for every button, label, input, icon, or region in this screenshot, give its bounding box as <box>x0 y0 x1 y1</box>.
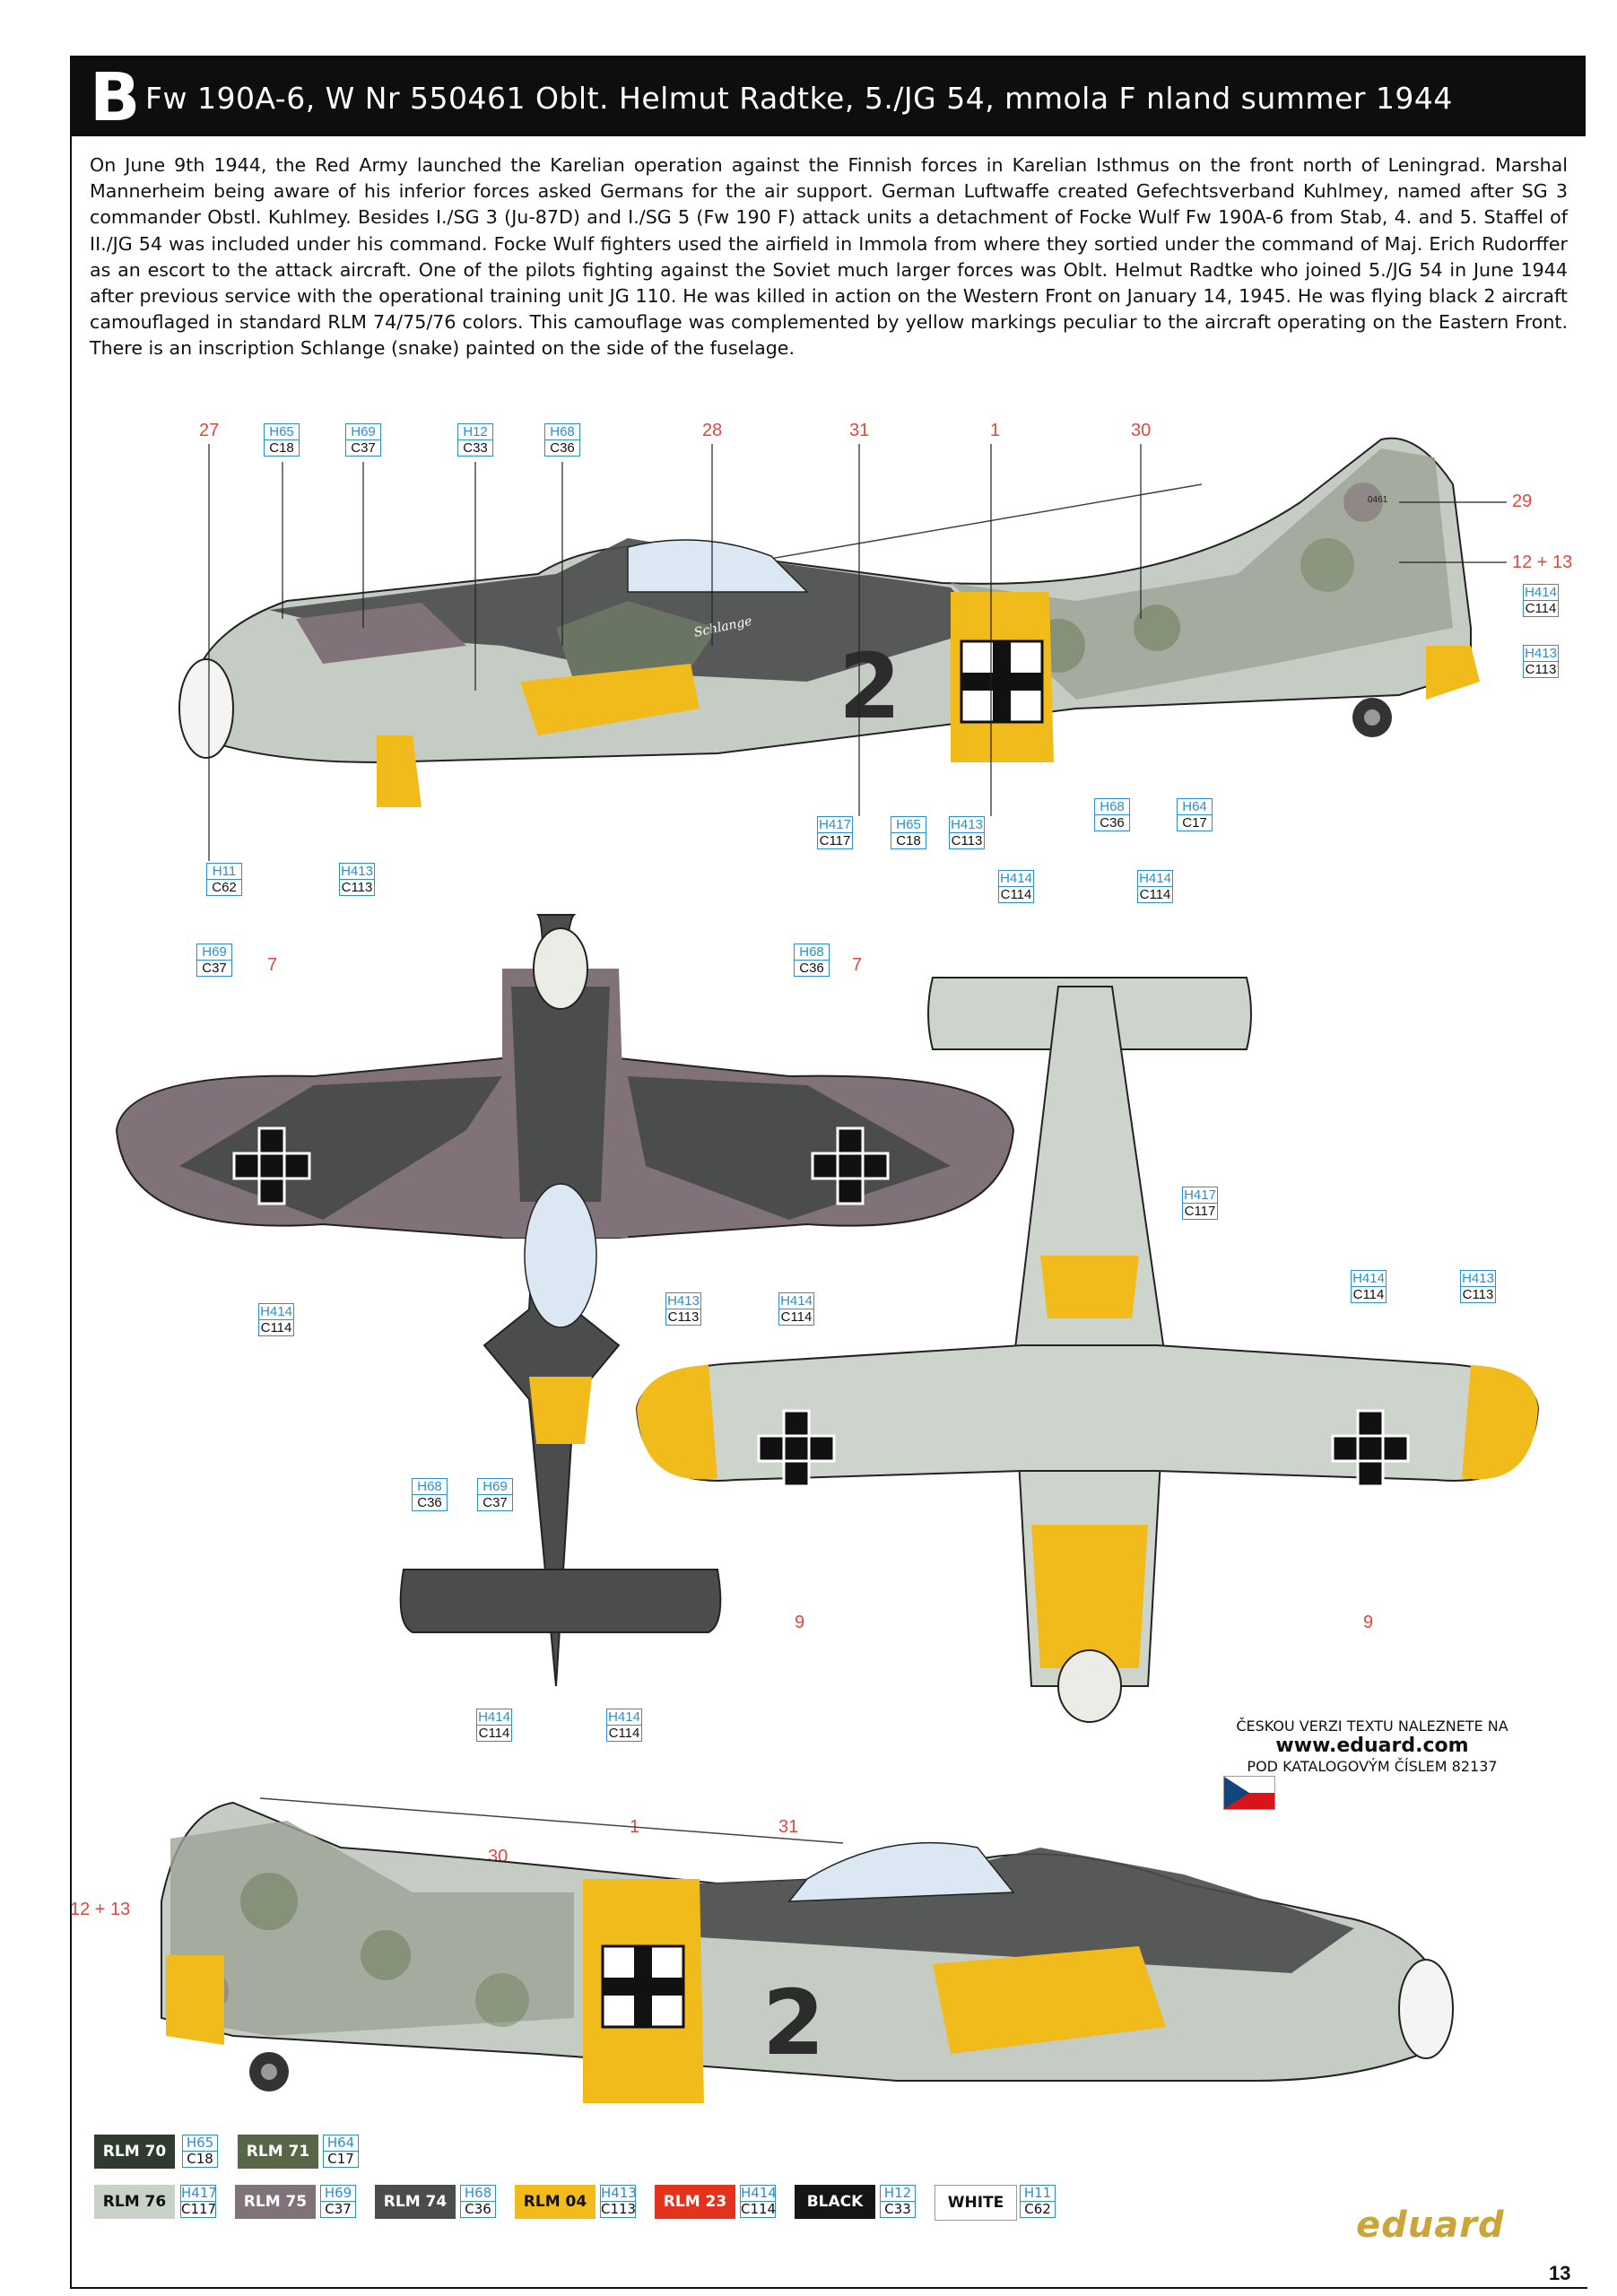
swatch-rlm75: RLM 75 <box>235 2185 316 2219</box>
callout-31b: 31 <box>778 1817 798 1837</box>
side-profile-left: 2 Schlange 0461 <box>178 437 1480 807</box>
callout-29: 29 <box>1512 491 1532 511</box>
callout-7a: 7 <box>267 955 277 975</box>
tail-serial: 0461 <box>1368 495 1388 505</box>
callout-27: 27 <box>199 421 219 440</box>
profile-header: B Fw 190A-6, W Nr 550461 Oblt. Helmut Ra… <box>70 56 1586 136</box>
callout-9a: 9 <box>795 1613 804 1632</box>
swatch-rlm70: RLM 70 <box>94 2135 175 2169</box>
fuselage-number: 2 <box>839 634 901 739</box>
swatch-white: WHITE <box>935 2185 1017 2221</box>
bottom-view <box>635 977 1540 1723</box>
czech-note: ČESKOU VERZI TEXTU NALEZNETE NA www.edua… <box>1166 1718 1578 1775</box>
callout-12-13: 12 + 13 <box>1512 552 1572 572</box>
swatch-rlm74: RLM 74 <box>375 2185 456 2219</box>
fuselage-number-right: 2 <box>762 1970 825 2075</box>
eduard-logo: eduard <box>1356 2205 1505 2246</box>
history-text: On June 9th 1944, the Red Army launched … <box>90 154 1568 360</box>
callout-30: 30 <box>1131 421 1151 440</box>
profile-letter: B <box>90 59 141 136</box>
page-frame <box>70 56 1587 2289</box>
czech-line1: ČESKOU VERZI TEXTU NALEZNETE NA <box>1236 1718 1508 1735</box>
top-view <box>115 914 1015 1687</box>
swatch-rlm23: RLM 23 <box>655 2185 735 2219</box>
callout-7b: 7 <box>852 955 862 975</box>
czech-flag-icon <box>1223 1776 1275 1810</box>
leader-lines-top <box>208 444 1507 861</box>
czech-url[interactable]: www.eduard.com <box>1275 1735 1469 1757</box>
callout-1: 1 <box>990 421 1000 440</box>
swatch-black: BLACK <box>795 2185 875 2219</box>
swatch-rlm76: RLM 76 <box>94 2185 175 2219</box>
page-number: 13 <box>1549 2262 1571 2284</box>
side-profile-right: 2 <box>161 1797 1454 2103</box>
swatch-rlm71: RLM 71 <box>238 2135 318 2169</box>
callout-31: 31 <box>849 421 869 440</box>
profile-title: Fw 190A-6, W Nr 550461 Oblt. Helmut Radt… <box>145 81 1453 116</box>
callout-9b: 9 <box>1363 1613 1373 1632</box>
czech-line3: POD KATALOGOVÝM ČÍSLEM 82137 <box>1247 1758 1498 1775</box>
callout-28: 28 <box>702 421 722 440</box>
swatch-rlm04: RLM 04 <box>515 2185 596 2219</box>
callouts-top: 27 28 31 1 30 29 12 + 13 <box>199 421 1572 572</box>
callout-12-13b: 12 + 13 <box>70 1900 130 1919</box>
